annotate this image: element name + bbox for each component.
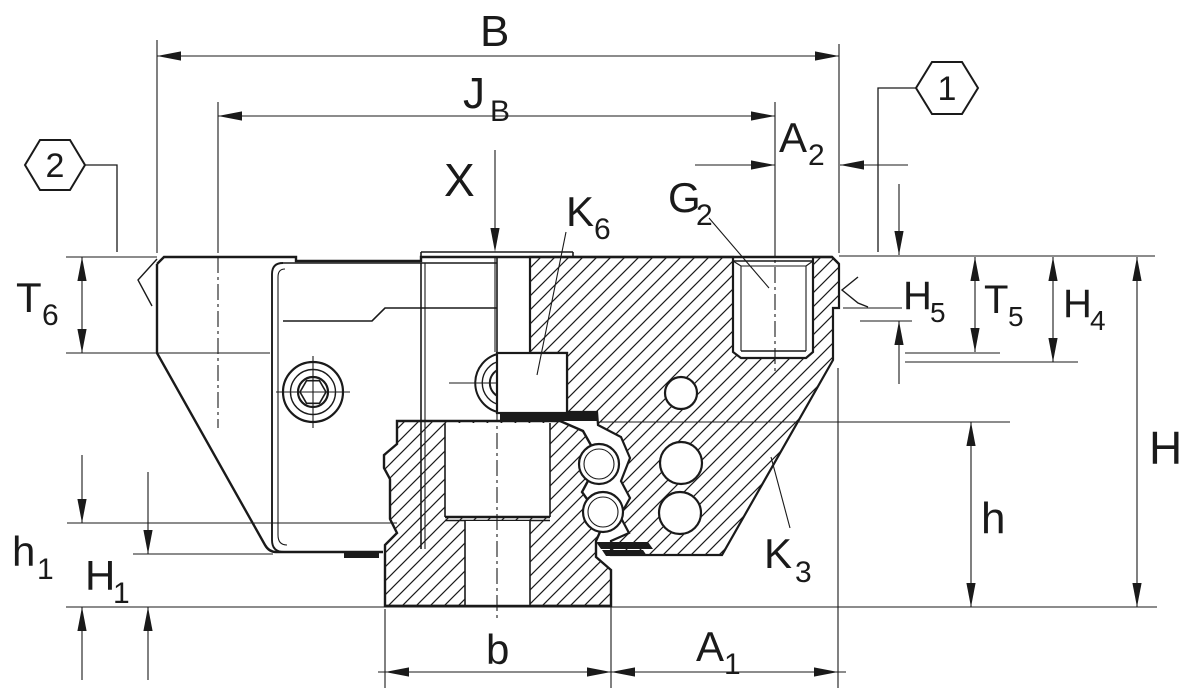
dim-label-H5-sub: 5 <box>930 297 946 328</box>
dim-label-G2-sub: 2 <box>696 199 713 232</box>
arrowhead-icon <box>1132 583 1142 607</box>
arrowhead-icon <box>894 321 904 345</box>
arrowhead-icon <box>77 257 87 281</box>
arrowhead-icon <box>751 111 775 121</box>
dim-label-A1-sub: 1 <box>724 648 741 681</box>
lower-seal-lip-2 <box>602 550 647 556</box>
balloon-1: 1 <box>914 61 980 115</box>
dim-label-K6: K <box>566 188 594 235</box>
arrowhead-icon <box>840 160 864 170</box>
section-label-X: X <box>444 154 475 206</box>
balloon-2: 2 <box>23 139 87 191</box>
dim-label-h1: h <box>12 528 35 575</box>
balloon-2-number: 2 <box>46 147 65 185</box>
leader-balloon-1 <box>877 87 916 252</box>
dimension-arrowheads <box>77 51 1142 677</box>
arrowhead-icon <box>1048 257 1058 281</box>
lower-seal-lip-1 <box>596 542 653 549</box>
arrowhead-icon <box>157 51 181 61</box>
left-bottom-seal <box>344 553 379 558</box>
dim-label-K3-sub: 3 <box>795 556 812 589</box>
arrowhead-icon <box>751 160 775 170</box>
arrowhead-icon <box>490 228 500 252</box>
right-chamfer-mark-icon <box>840 276 869 308</box>
reference-lines <box>66 40 1157 688</box>
dim-label-H: H <box>1149 422 1182 474</box>
dim-label-h1-sub: 1 <box>37 553 54 586</box>
bearing-balls <box>577 442 625 534</box>
dim-label-T5: T <box>984 278 1008 322</box>
dim-label-T5-sub: 5 <box>1008 301 1024 332</box>
dimension-labels: B J B A 2 X K 6 G 2 T 6 H 5 T 5 H 4 H h … <box>12 7 1182 681</box>
ball-return-bores <box>657 375 704 536</box>
ball-upper <box>577 442 621 486</box>
arrowhead-icon <box>143 530 153 554</box>
leaders <box>85 87 916 529</box>
dim-label-T6-sub: 6 <box>42 299 59 332</box>
arrowhead-icon <box>1132 257 1142 281</box>
seal-strips <box>344 412 653 558</box>
hidden-screw-arcs <box>449 352 503 414</box>
dim-label-K3: K <box>764 530 792 577</box>
leader-K3 <box>770 456 791 529</box>
dim-label-JB-sub: B <box>490 95 510 128</box>
dim-label-b: b <box>486 626 509 673</box>
arrowhead-icon <box>77 499 87 523</box>
dim-label-H5: H <box>903 274 932 318</box>
arrowhead-icon <box>587 667 611 677</box>
dim-label-A2-sub: 2 <box>808 139 825 172</box>
arrowhead-icon <box>77 607 87 631</box>
arrowhead-icon <box>814 667 838 677</box>
ball-lower <box>581 490 625 534</box>
arrowhead-icon <box>894 231 904 255</box>
g2-tapped-hole <box>732 260 814 352</box>
arrowhead-icon <box>218 111 242 121</box>
carriage-outline <box>155 251 840 554</box>
surface-marks <box>137 258 869 308</box>
leader-balloon-2 <box>85 164 118 252</box>
end-plate <box>271 262 503 553</box>
arrowhead-icon <box>77 329 87 353</box>
dim-label-A2: A <box>779 114 807 161</box>
arrowhead-icon <box>815 51 839 61</box>
dim-label-T6: T <box>16 274 42 321</box>
arrowhead-icon <box>143 607 153 631</box>
leader-G2 <box>708 217 770 289</box>
left-chamfer-mark-icon <box>137 258 158 307</box>
arrowhead-icon <box>966 583 976 607</box>
end-plate-screw <box>276 356 350 428</box>
dim-label-H4: H <box>1063 282 1092 326</box>
dim-label-H4-sub: 4 <box>1090 305 1106 336</box>
dim-label-B: B <box>480 7 509 56</box>
arrowhead-icon <box>966 422 976 446</box>
dim-label-JB: J <box>463 69 485 118</box>
arrowhead-icon <box>385 667 409 677</box>
dim-label-K6-sub: 6 <box>594 213 611 246</box>
dim-label-A1: A <box>696 623 724 670</box>
dim-label-H1: H <box>85 552 115 599</box>
arrowhead-icon <box>611 667 635 677</box>
arrowhead-icon <box>970 328 980 352</box>
dim-label-h: h <box>981 494 1005 543</box>
k6-insert <box>495 257 569 415</box>
dim-label-G2: G <box>668 174 701 221</box>
arrowhead-icon <box>970 257 980 281</box>
arrowhead-icon <box>1048 338 1058 362</box>
upper-seal-strip <box>500 412 597 421</box>
centerlines <box>217 240 776 622</box>
dim-label-H1-sub: 1 <box>113 577 130 610</box>
balloon-1-number: 1 <box>938 70 957 108</box>
leader-K6 <box>536 231 567 376</box>
